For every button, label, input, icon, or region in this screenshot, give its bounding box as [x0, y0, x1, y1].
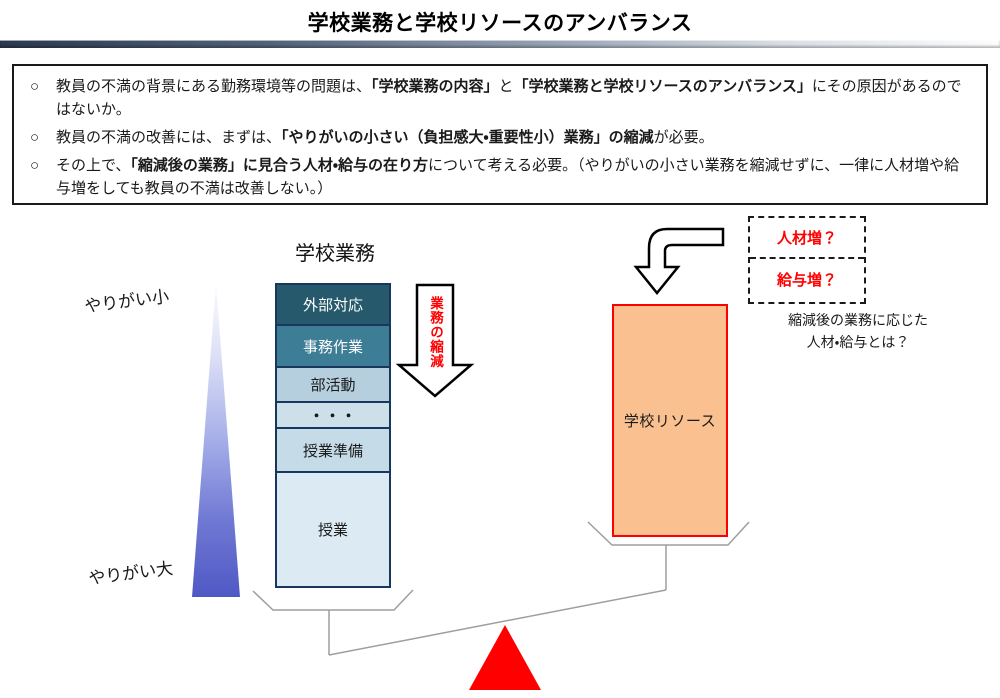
text-run-bold: 「縮減後の業務」に見合う人材・給与の在り方	[130, 157, 429, 174]
text-run: にその原因があるのではないか。	[56, 78, 962, 118]
down-arrow-icon	[395, 283, 475, 398]
work-segment-lesson-prep: 授業準備	[277, 429, 389, 473]
work-stack-title: 学校業務	[295, 243, 375, 265]
text-run: その上で、	[56, 157, 131, 174]
work-segment-ellipsis: ・・・	[277, 403, 389, 429]
text-run: について考える必要。（やりがいの小さい業務を縮減せずに、一律に人材増や給与増をし…	[56, 157, 960, 197]
work-segment-lessons: 授業	[277, 473, 389, 586]
work-segment-club: 部活動	[277, 368, 389, 403]
bullet-marker: ○	[30, 129, 40, 146]
work-segment-label: 事務作業	[302, 338, 363, 356]
work-segment-label: 授業	[317, 522, 348, 539]
work-segment-label: 部活動	[310, 377, 356, 394]
work-segment-label: 授業準備	[302, 442, 363, 460]
title-divider	[0, 40, 1000, 48]
summary-bullet-1: ○ 教員の不満の背景にある勤務環境等の問題は、「学校業務の内容」と「学校業務と学…	[26, 75, 974, 121]
elbow-arrow-icon	[633, 227, 725, 295]
work-segment-clerical: 事務作業	[277, 326, 389, 368]
right-pan	[587, 521, 750, 546]
summary-box: ○ 教員の不満の背景にある勤務環境等の問題は、「学校業務の内容」と「学校業務と学…	[12, 64, 988, 205]
work-stack: 外部対応 事務作業 部活動 ・・・ 授業準備 授業	[275, 283, 391, 588]
bullet-text: その上で、「縮減後の業務」に見合う人材・給与の在り方について考える必要。（やりが…	[56, 154, 974, 200]
bullet-text: 教員の不満の改善には、まずは、「やりがいの小さい（負担感大・重要性小）業務」の縮…	[56, 126, 974, 149]
bullet-marker: ○	[30, 157, 40, 174]
resource-note-line1: 縮減後の業務に応じた	[788, 312, 928, 328]
resource-label: 学校リソース	[623, 413, 717, 430]
text-run: 教員の不満の改善には、まずは、	[56, 129, 282, 146]
resource-note: 縮減後の業務に応じた 人材・給与とは？	[770, 309, 946, 353]
resource-note-line2: 人材・給与とは？	[806, 334, 910, 350]
work-segment-label: ・・・	[308, 407, 357, 425]
option-salary-increase: 給与増？	[776, 272, 837, 289]
balance-beam	[328, 589, 667, 656]
work-segment-external: 外部対応	[277, 285, 389, 326]
summary-bullet-3: ○ その上で、「縮減後の業務」に見合う人材・給与の在り方について考える必要。（や…	[26, 154, 974, 200]
work-segment-label: 外部対応	[302, 297, 363, 314]
text-run-bold: 「学校業務と学校リソースのアンバランス」	[513, 78, 812, 95]
text-run-bold: 「やりがいの小さい（負担感大・重要性小）業務」の縮減	[281, 129, 654, 146]
text-run: が必要。	[653, 129, 714, 146]
option-staff-increase: 人材増？	[750, 218, 864, 259]
text-run: と	[498, 78, 514, 95]
resource-box: 学校リソース	[612, 304, 728, 537]
fulcrum-triangle	[469, 625, 541, 690]
bullet-text: 教員の不満の背景にある勤務環境等の問題は、「学校業務の内容」と「学校業務と学校リ…	[56, 75, 974, 121]
text-run: 教員の不満の背景にある勤務環境等の問題は、	[56, 78, 372, 95]
text-run-bold: 「学校業務の内容」	[371, 78, 499, 95]
left-pan	[252, 589, 414, 611]
summary-bullet-2: ○ 教員の不満の改善には、まずは、「やりがいの小さい（負担感大・重要性小）業務」…	[26, 126, 974, 149]
page-title: 学校業務と学校リソースのアンバランス	[307, 12, 693, 35]
bullet-marker: ○	[30, 78, 40, 95]
shrink-arrow-label: 業務の縮減	[428, 295, 443, 369]
options-box: 人材増？ 給与増？	[748, 216, 866, 304]
